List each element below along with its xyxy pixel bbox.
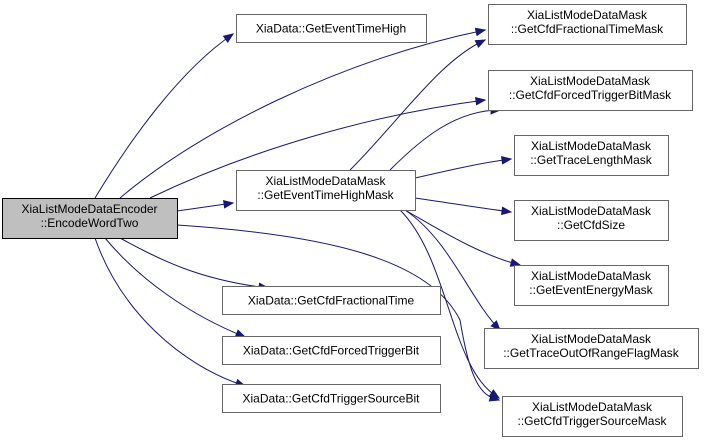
node-mask-cfd-size-box xyxy=(514,200,669,241)
edge-mask-event-time-high-to-mask-trace-out-of-range-line xyxy=(404,209,501,331)
edge-mask-event-time-high-to-mask-cfd-size-arrowhead xyxy=(501,206,513,216)
node-mask-trace-length-label-line-2: ::GetTraceLengthMask xyxy=(530,153,653,167)
edge-encoder-to-mask-cfd-fractional-time xyxy=(119,27,487,199)
node-encoder-label-line-2: ::EncodeWordTwo xyxy=(41,216,139,230)
edge-mask-event-time-high-to-mask-event-energy xyxy=(404,209,522,267)
node-mask-event-energy[interactable]: XiaListModeDataMask::GetEventEnergyMask xyxy=(514,265,669,306)
node-mask-cfd-forced-trigger-bit-label-line-2: ::GetCfdForcedTriggerBitMask xyxy=(509,88,672,102)
edge-encoder-to-data-cfd-trigger-source-bit-line xyxy=(94,237,246,387)
edge-mask-event-time-high-to-mask-cfd-forced-trigger-bit xyxy=(389,105,502,171)
node-mask-event-time-high-box xyxy=(236,170,416,211)
node-mask-event-time-high[interactable]: XiaListModeDataMask::GetEventTimeHighMas… xyxy=(236,170,416,211)
edge-encoder-to-mask-cfd-fractional-time-arrowhead xyxy=(474,27,487,37)
node-data-cfd-trigger-source-bit-label-line-1: XiaData::GetCfdTriggerSourceBit xyxy=(243,392,421,406)
edge-mask-event-time-high-to-mask-cfd-size xyxy=(414,197,513,216)
edge-mask-event-time-high-to-mask-trace-length-line xyxy=(414,158,512,179)
edge-encoder-to-data-event-time-high-line xyxy=(94,33,234,199)
edge-mask-event-time-high-to-mask-trace-out-of-range xyxy=(404,209,501,331)
node-data-cfd-fractional-time[interactable]: XiaData::GetCfdFractionalTime xyxy=(222,286,441,315)
edge-encoder-to-mask-event-time-high xyxy=(176,200,235,212)
node-mask-cfd-size-label-line-1: XiaListModeDataMask xyxy=(531,204,652,218)
node-data-cfd-fractional-time-box xyxy=(222,286,441,315)
edge-encoder-to-data-event-time-high-arrowhead xyxy=(222,33,235,44)
node-data-cfd-trigger-source-bit[interactable]: XiaData::GetCfdTriggerSourceBit xyxy=(222,384,441,413)
node-data-event-time-high-label-line-1: XiaData::GetEventTimeHigh xyxy=(256,22,406,36)
node-data-cfd-forced-trigger-bit-label-line-1: XiaData::GetCfdForcedTriggerBit xyxy=(243,344,420,358)
edge-encoder-to-data-cfd-fractional-time xyxy=(119,237,270,292)
nodes: XiaListModeDataEncoder::EncodeWordTwoXia… xyxy=(2,4,699,437)
edge-mask-event-time-high-to-mask-cfd-fractional-time-arrowhead xyxy=(474,39,487,49)
edge-mask-event-time-high-to-mask-cfd-fractional-time-line xyxy=(349,39,486,171)
node-mask-cfd-fractional-time-box xyxy=(488,4,687,45)
edge-encoder-to-data-event-time-high xyxy=(94,33,235,199)
node-mask-cfd-fractional-time-label-line-2: ::GetCfdFractionalTimeMask xyxy=(511,22,664,36)
node-mask-trace-length-label-line-1: XiaListModeDataMask xyxy=(531,139,652,153)
node-data-cfd-trigger-source-bit-box xyxy=(222,384,441,413)
node-data-event-time-high-box xyxy=(236,14,427,43)
node-mask-trace-out-of-range-box xyxy=(484,328,699,369)
edge-mask-event-time-high-to-mask-cfd-forced-trigger-bit-line xyxy=(389,109,501,171)
node-mask-cfd-forced-trigger-bit[interactable]: XiaListModeDataMask::GetCfdForcedTrigger… xyxy=(488,70,693,111)
edge-encoder-to-mask-cfd-forced-trigger-bit-line xyxy=(149,99,486,199)
node-mask-trace-out-of-range-label-line-2: ::GetTraceOutOfRangeFlagMask xyxy=(503,346,680,360)
node-encoder-box xyxy=(2,198,178,239)
edge-encoder-to-data-cfd-fractional-time-line xyxy=(119,237,269,289)
node-mask-event-energy-label-line-1: XiaListModeDataMask xyxy=(531,269,652,283)
edge-encoder-to-mask-cfd-forced-trigger-bit xyxy=(149,96,487,199)
edge-mask-event-time-high-to-mask-cfd-trigger-source xyxy=(399,209,501,399)
edge-mask-event-time-high-to-mask-cfd-size-line xyxy=(414,197,512,213)
node-mask-trace-out-of-range[interactable]: XiaListModeDataMask::GetTraceOutOfRangeF… xyxy=(484,328,699,369)
node-mask-cfd-trigger-source-label-line-2: ::GetCfdTriggerSourceMask xyxy=(518,414,668,428)
node-mask-cfd-forced-trigger-bit-box xyxy=(488,70,693,111)
node-mask-trace-length[interactable]: XiaListModeDataMask::GetTraceLengthMask xyxy=(514,135,669,176)
edge-mask-event-time-high-to-mask-trace-out-of-range-arrowhead xyxy=(490,320,501,331)
edge-mask-event-time-high-to-mask-cfd-fractional-time xyxy=(349,39,487,171)
node-mask-event-time-high-label-line-2: ::GetEventTimeHighMask xyxy=(257,188,394,202)
node-mask-cfd-size[interactable]: XiaListModeDataMask::GetCfdSize xyxy=(514,200,669,241)
node-encoder-label-line-1: XiaListModeDataEncoder xyxy=(21,202,157,216)
edge-encoder-to-mask-cfd-fractional-time-line xyxy=(119,29,486,199)
node-data-cfd-forced-trigger-bit[interactable]: XiaData::GetCfdForcedTriggerBit xyxy=(222,336,441,365)
edge-encoder-to-mask-cfd-forced-trigger-bit-arrowhead xyxy=(475,96,487,106)
edge-mask-event-time-high-to-mask-cfd-trigger-source-line xyxy=(399,209,500,399)
node-mask-event-energy-label-line-2: ::GetEventEnergyMask xyxy=(529,283,653,297)
node-mask-cfd-trigger-source[interactable]: XiaListModeDataMask::GetCfdTriggerSource… xyxy=(502,396,683,437)
node-mask-cfd-trigger-source-box xyxy=(502,396,683,437)
node-mask-cfd-fractional-time-label-line-1: XiaListModeDataMask xyxy=(527,8,648,22)
node-mask-cfd-forced-trigger-bit-label-line-1: XiaListModeDataMask xyxy=(530,74,651,88)
node-encoder[interactable]: XiaListModeDataEncoder::EncodeWordTwo xyxy=(2,198,178,239)
node-mask-event-energy-box xyxy=(514,265,669,306)
edge-encoder-to-data-cfd-forced-trigger-bit-line xyxy=(104,237,246,338)
edge-mask-event-time-high-to-mask-trace-length-arrowhead xyxy=(501,155,513,165)
edge-encoder-to-mask-event-time-high-arrowhead xyxy=(222,200,235,209)
edge-encoder-to-data-cfd-forced-trigger-bit-arrowhead xyxy=(234,329,247,338)
node-mask-event-time-high-label-line-1: XiaListModeDataMask xyxy=(265,174,386,188)
edge-mask-event-time-high-to-mask-trace-length xyxy=(414,155,513,179)
node-mask-cfd-trigger-source-label-line-1: XiaListModeDataMask xyxy=(532,400,653,414)
node-mask-cfd-size-label-line-2: ::GetCfdSize xyxy=(557,218,625,232)
edge-mask-event-time-high-to-mask-cfd-trigger-source-arrowhead xyxy=(488,389,501,399)
node-data-cfd-fractional-time-label-line-1: XiaData::GetCfdFractionalTime xyxy=(248,294,415,308)
node-mask-trace-length-box xyxy=(514,135,669,176)
node-mask-cfd-fractional-time[interactable]: XiaListModeDataMask::GetCfdFractionalTim… xyxy=(488,4,687,45)
edge-mask-event-time-high-to-mask-event-energy-line xyxy=(404,209,521,266)
node-data-cfd-forced-trigger-bit-box xyxy=(222,336,441,365)
node-data-event-time-high[interactable]: XiaData::GetEventTimeHigh xyxy=(236,14,427,43)
node-mask-trace-out-of-range-label-line-1: XiaListModeDataMask xyxy=(531,332,652,346)
